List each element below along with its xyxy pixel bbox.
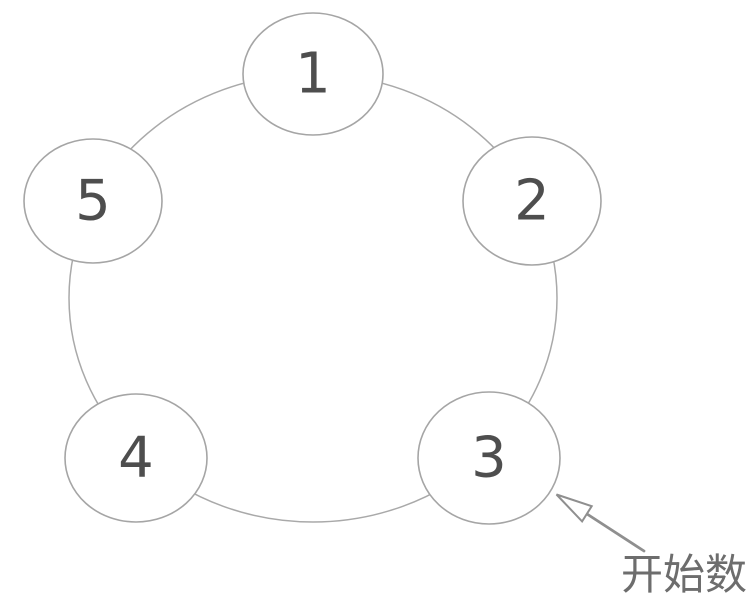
node-label: 1 (295, 42, 331, 107)
node-label: 2 (514, 169, 550, 234)
node-circle (462, 136, 602, 266)
node-label: 3 (471, 426, 507, 491)
node-3: 3 (417, 391, 561, 525)
node-label: 5 (75, 169, 111, 234)
node-circle (417, 391, 561, 525)
node-circle (64, 393, 208, 523)
node-2: 2 (462, 136, 602, 266)
node-circle (242, 12, 384, 136)
node-1: 1 (242, 12, 384, 136)
arrow-line (585, 512, 646, 553)
node-label: 4 (118, 426, 154, 491)
arrowhead-icon (555, 493, 594, 524)
node-circle (23, 138, 163, 264)
start-arrow (555, 493, 646, 553)
node-5: 5 (23, 138, 163, 264)
annotation-label: 开始数 (621, 550, 747, 599)
node-4: 4 (64, 393, 208, 523)
